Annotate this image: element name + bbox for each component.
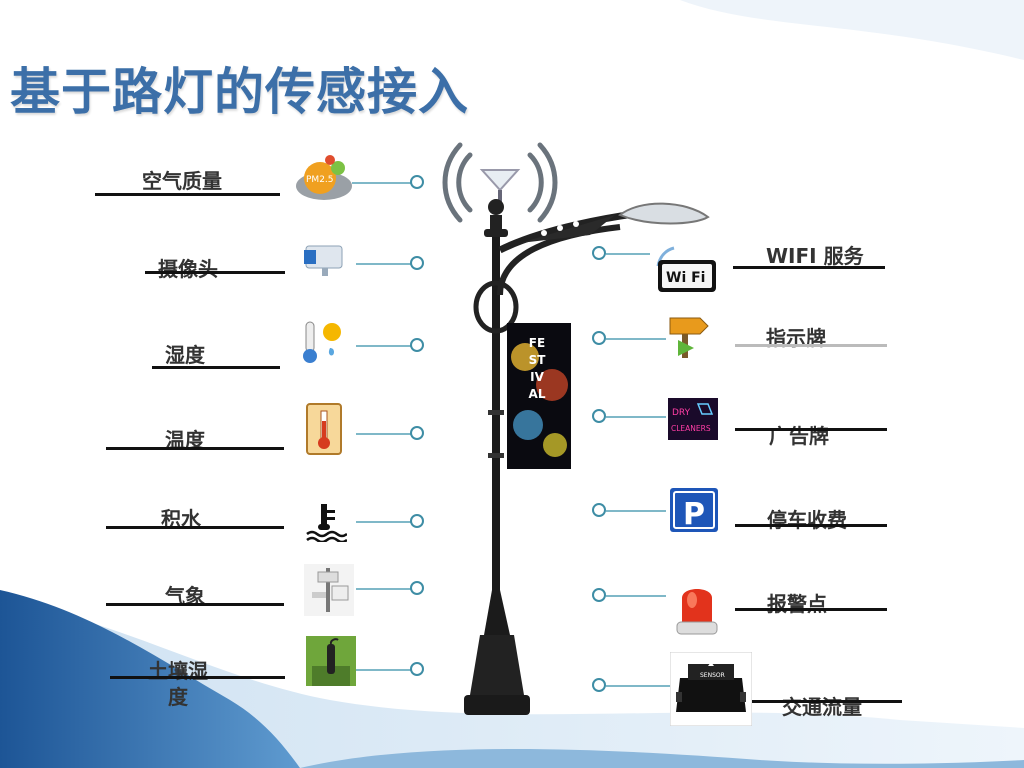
connector-line xyxy=(606,510,666,512)
svg-text:PM2.5: PM2.5 xyxy=(306,175,334,185)
sensor-label-traffic-flow: 交通流量 xyxy=(782,695,862,719)
connector-line xyxy=(606,416,666,418)
parking-icon: P xyxy=(668,486,720,538)
label-underline xyxy=(95,193,280,196)
label-underline xyxy=(106,603,284,606)
humidity-icon xyxy=(303,321,341,363)
label-underline xyxy=(733,266,885,269)
connector-dot xyxy=(592,503,606,517)
festival-banner-text: FESTIVAL xyxy=(528,336,546,401)
wifi-icon: Wi Fi xyxy=(650,238,720,304)
connector-dot xyxy=(410,426,424,440)
weather-station-icon xyxy=(304,564,354,616)
label-underline xyxy=(152,366,280,369)
signpost-icon xyxy=(669,317,709,358)
connector-dot xyxy=(592,678,606,692)
connector-dot xyxy=(410,338,424,352)
page-title: 基于路灯的传感接入 xyxy=(10,63,469,121)
soil-sensor-icon xyxy=(306,636,356,686)
connector-line xyxy=(356,263,412,265)
connector-dot xyxy=(592,588,606,602)
label-underline xyxy=(735,344,887,347)
pm25-icon: PM2.5 xyxy=(296,155,352,200)
camera-icon xyxy=(304,245,343,276)
connector-dot xyxy=(410,662,424,676)
connector-line xyxy=(356,433,412,435)
billboard-icon: DRY CLEANERS xyxy=(668,398,718,440)
connector-dot xyxy=(592,246,606,260)
label-underline xyxy=(110,676,285,679)
sensor-label-camera: 摄像头 xyxy=(158,257,218,281)
svg-text:SENSOR: SENSOR xyxy=(700,672,725,679)
sensor-label-soil-moisture: 土壤湿度 xyxy=(148,659,208,709)
label-underline xyxy=(735,428,887,431)
label-underline xyxy=(106,526,284,529)
connector-dot xyxy=(592,331,606,345)
label-underline xyxy=(735,524,887,527)
connector-dot xyxy=(410,256,424,270)
label-underline xyxy=(145,271,285,274)
sensor-label-air-quality: 空气质量 xyxy=(142,169,222,193)
wireless-signal-icon xyxy=(442,142,558,223)
label-underline xyxy=(735,608,887,611)
connector-dot xyxy=(410,514,424,528)
connector-dot xyxy=(410,581,424,595)
street-lamp-illustration xyxy=(442,142,710,715)
svg-text:CLEANERS: CLEANERS xyxy=(671,424,711,433)
connector-line xyxy=(356,521,412,523)
connector-line xyxy=(356,669,412,671)
sensor-label-billboard: 广告牌 xyxy=(769,424,829,448)
svg-text:Wi Fi: Wi Fi xyxy=(666,270,705,286)
alarm-light-icon xyxy=(676,589,718,635)
connector-line xyxy=(606,253,650,255)
connector-line xyxy=(356,588,412,590)
traffic-sensor-icon: SENSOR xyxy=(670,652,752,726)
svg-text:P: P xyxy=(683,497,705,532)
connector-line xyxy=(352,182,412,184)
sensor-label-wifi-service: WIFI 服务 xyxy=(766,244,864,268)
connector-dot xyxy=(410,175,424,189)
water-level-icon xyxy=(306,504,347,542)
connector-line xyxy=(356,345,412,347)
connector-line xyxy=(606,595,666,597)
thermometer-icon xyxy=(306,403,342,455)
connector-line xyxy=(606,338,666,340)
svg-text:DRY: DRY xyxy=(672,408,691,418)
label-underline xyxy=(752,700,902,703)
sensor-label-alarm-point: 报警点 xyxy=(767,592,827,616)
sensor-label-parking: 停车收费 xyxy=(767,508,847,532)
connector-dot xyxy=(592,409,606,423)
connector-line xyxy=(606,685,670,687)
sensor-label-humidity: 湿度 xyxy=(165,343,205,367)
label-underline xyxy=(106,447,284,450)
